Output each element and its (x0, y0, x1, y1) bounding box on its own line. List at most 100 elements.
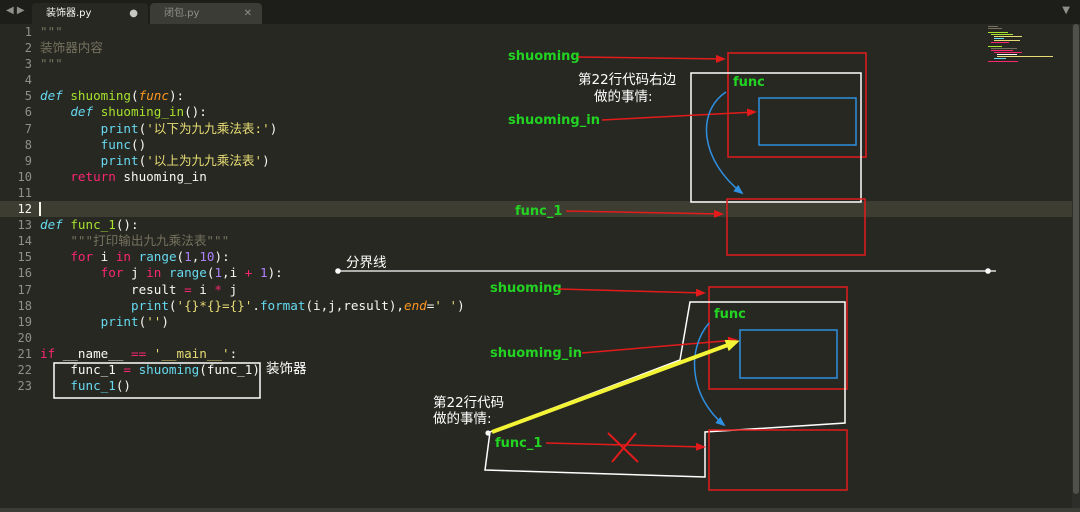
line-number: 23 (17, 379, 32, 394)
tab-decorator-file[interactable]: 装饰器.py ● (32, 3, 148, 24)
cross-mark-icon (607, 432, 639, 463)
code-token: func_1 (70, 378, 116, 394)
code-token: i (93, 249, 116, 265)
code-token: '' (146, 313, 162, 329)
code-line[interactable]: print('') (40, 314, 465, 330)
line-number: 14 (17, 234, 32, 249)
code-token: for (70, 249, 94, 265)
line-number: 19 (17, 314, 32, 329)
line-number: 5 (24, 89, 32, 104)
code-line[interactable]: print('{}*{}={}'.format(i,j,result),end=… (40, 298, 465, 314)
code-line[interactable]: """ (40, 56, 465, 72)
top-shuoming-arrow (577, 54, 726, 63)
tab-label: 闭包.py (164, 8, 200, 19)
line-number: 22 (17, 362, 32, 377)
scrollbar-thumb[interactable] (1073, 24, 1079, 494)
code-token: ( (131, 88, 139, 104)
minimap[interactable] (986, 24, 1058, 64)
vertical-scrollbar[interactable] (1072, 24, 1080, 508)
code-token: """ (40, 56, 63, 72)
code-token: result (40, 281, 185, 297)
code-token (40, 104, 70, 119)
code-token: ) (269, 120, 278, 136)
code-token (146, 346, 154, 361)
code-line[interactable]: func_1() (40, 378, 465, 394)
code-token: 1 (259, 265, 268, 281)
line-number: 17 (17, 282, 32, 297)
top-outer-red-box (727, 52, 867, 158)
bottom-white-shape (484, 301, 846, 478)
code-token (40, 153, 101, 168)
code-token: func_1 (40, 361, 124, 377)
code-token: def (70, 104, 94, 120)
tab-dropdown-icon[interactable]: ▼ (1062, 5, 1070, 16)
code-line[interactable]: 装饰器内容 (40, 40, 465, 56)
code-token: = (123, 361, 131, 377)
code-line[interactable]: def shuoming(func): (40, 88, 465, 104)
bottom-yellow-arrow (491, 339, 740, 434)
code-line[interactable]: """ (40, 24, 465, 40)
code-line[interactable]: func() (40, 137, 465, 153)
code-token: ,i (222, 265, 245, 281)
code-token (40, 314, 101, 329)
top-shuoming-label: shuoming (508, 49, 580, 64)
code-line[interactable]: """打印输出九九乘法表""" (40, 233, 465, 249)
code-line[interactable]: if __name__ == '__main__': (40, 346, 465, 362)
code-line[interactable]: def shuoming_in(): (40, 104, 465, 120)
tab-nav-arrows-icon[interactable]: ◀ ▶ (6, 5, 25, 16)
code-token: """打印输出九九乘法表""" (70, 233, 230, 249)
code-line[interactable]: def func_1(): (40, 217, 465, 233)
code-line[interactable] (40, 201, 465, 217)
code-token (40, 169, 70, 184)
code-token: range (138, 249, 177, 265)
divider-right-dot (985, 268, 991, 274)
line-number: 12 (17, 202, 32, 217)
code-line[interactable] (40, 330, 465, 346)
code-token: ( (138, 313, 147, 329)
bottom-shuoming-in-arrow (581, 336, 738, 354)
close-icon[interactable]: ✕ (243, 8, 252, 19)
code-token: range (168, 265, 207, 281)
bottom-func-1-arrow (545, 442, 706, 451)
unsaved-dot-icon[interactable]: ● (129, 8, 138, 19)
code-line[interactable] (40, 185, 465, 201)
code-token: in (115, 249, 132, 265)
code-editor[interactable]: """装饰器内容""" def shuoming(func): def shuom… (40, 24, 465, 394)
code-token (40, 378, 70, 393)
top-func-label: func (733, 75, 765, 90)
code-line[interactable]: func_1 = shuoming(func_1) (40, 362, 465, 378)
code-token: print (100, 120, 139, 136)
bottom-lower-red-box (708, 429, 848, 491)
code-line[interactable]: return shuoming_in (40, 169, 465, 185)
code-token: . (252, 297, 260, 313)
code-line[interactable]: print('以上为九九乘法表') (40, 153, 465, 169)
top-line22-note-1: 第22行代码右边 (578, 71, 677, 88)
code-line[interactable]: print('以下为九九乘法表:') (40, 121, 465, 137)
code-token: def (40, 217, 63, 233)
bottom-shuoming-arrow (557, 288, 706, 297)
code-token: format (259, 297, 306, 313)
code-line[interactable]: for j in range(1,i + 1): (40, 265, 465, 281)
line-number: 11 (17, 185, 32, 200)
code-token: ): (267, 265, 283, 281)
code-token: 1 (184, 249, 192, 265)
line-number: 9 (24, 153, 32, 168)
line-number: 13 (17, 218, 32, 233)
code-line[interactable]: result = i * j (40, 282, 465, 298)
code-token: ) (457, 297, 465, 313)
code-token (40, 265, 101, 280)
line-number: 16 (17, 266, 32, 281)
code-token: ' ' (434, 297, 458, 313)
code-token: return (70, 168, 116, 184)
code-token: """ (40, 24, 63, 39)
code-token: '以上为九九乘法表' (146, 152, 263, 168)
code-token: __name__ (55, 345, 131, 361)
line-number: 10 (17, 169, 32, 184)
code-line[interactable] (40, 72, 465, 88)
code-token: func_1 (70, 217, 116, 233)
code-token: shuoming_in (100, 104, 185, 120)
code-line[interactable]: for i in range(1,10): (40, 249, 465, 265)
code-token: shuoming (70, 88, 132, 104)
code-token: ( (206, 265, 215, 281)
tab-closure-file[interactable]: 闭包.py ✕ (150, 3, 262, 24)
